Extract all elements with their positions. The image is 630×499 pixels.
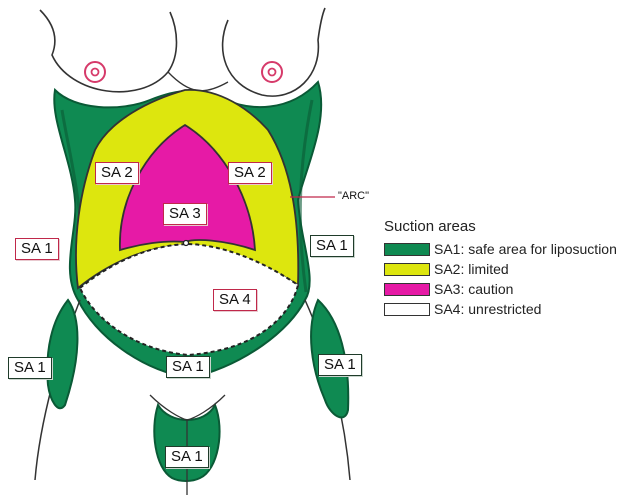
right-nipple-inner (269, 69, 276, 76)
legend-item-sa2: SA2: limited (384, 259, 617, 279)
legend-label-sa1: SA1: safe area for liposuction (434, 240, 617, 258)
sa1-left-thigh-label: SA 1 (8, 357, 52, 379)
sa4-label: SA 4 (213, 289, 257, 311)
sa1-left-flank-label: SA 1 (15, 238, 59, 260)
legend-swatch-sa3 (384, 283, 430, 296)
legend-swatch-sa2 (384, 263, 430, 276)
arc-label: "ARC" (338, 190, 369, 202)
sa1-right-flank-label: SA 1 (310, 235, 354, 257)
sa1-left-thigh (47, 300, 77, 408)
sa1-pubic-label: SA 1 (165, 446, 209, 468)
legend-swatch-sa1 (384, 243, 430, 256)
left-nipple-inner (92, 69, 99, 76)
legend-item-sa3: SA3: caution (384, 279, 617, 299)
legend-label-sa4: SA4: unrestricted (434, 300, 541, 318)
sa1-right-thigh-label: SA 1 (318, 354, 362, 376)
legend-item-sa1: SA1: safe area for liposuction (384, 239, 617, 259)
navel-marker (184, 241, 189, 246)
legend: Suction areas SA1: safe area for liposuc… (384, 218, 617, 319)
sa2-right-label: SA 2 (228, 162, 272, 184)
right-breast-outline (223, 8, 325, 96)
sa2-left-label: SA 2 (95, 162, 139, 184)
left-breast-outline (40, 10, 177, 92)
sa3-label: SA 3 (163, 203, 207, 225)
legend-title: Suction areas (384, 218, 617, 236)
right-nipple-outer (262, 62, 282, 82)
legend-label-sa3: SA3: caution (434, 280, 513, 298)
legend-swatch-sa4 (384, 303, 430, 316)
sa1-lower-abdomen-label: SA 1 (166, 356, 210, 378)
chest-midline-outline (168, 72, 228, 91)
legend-item-sa4: SA4: unrestricted (384, 299, 617, 319)
legend-label-sa2: SA2: limited (434, 260, 509, 278)
left-nipple-outer (85, 62, 105, 82)
